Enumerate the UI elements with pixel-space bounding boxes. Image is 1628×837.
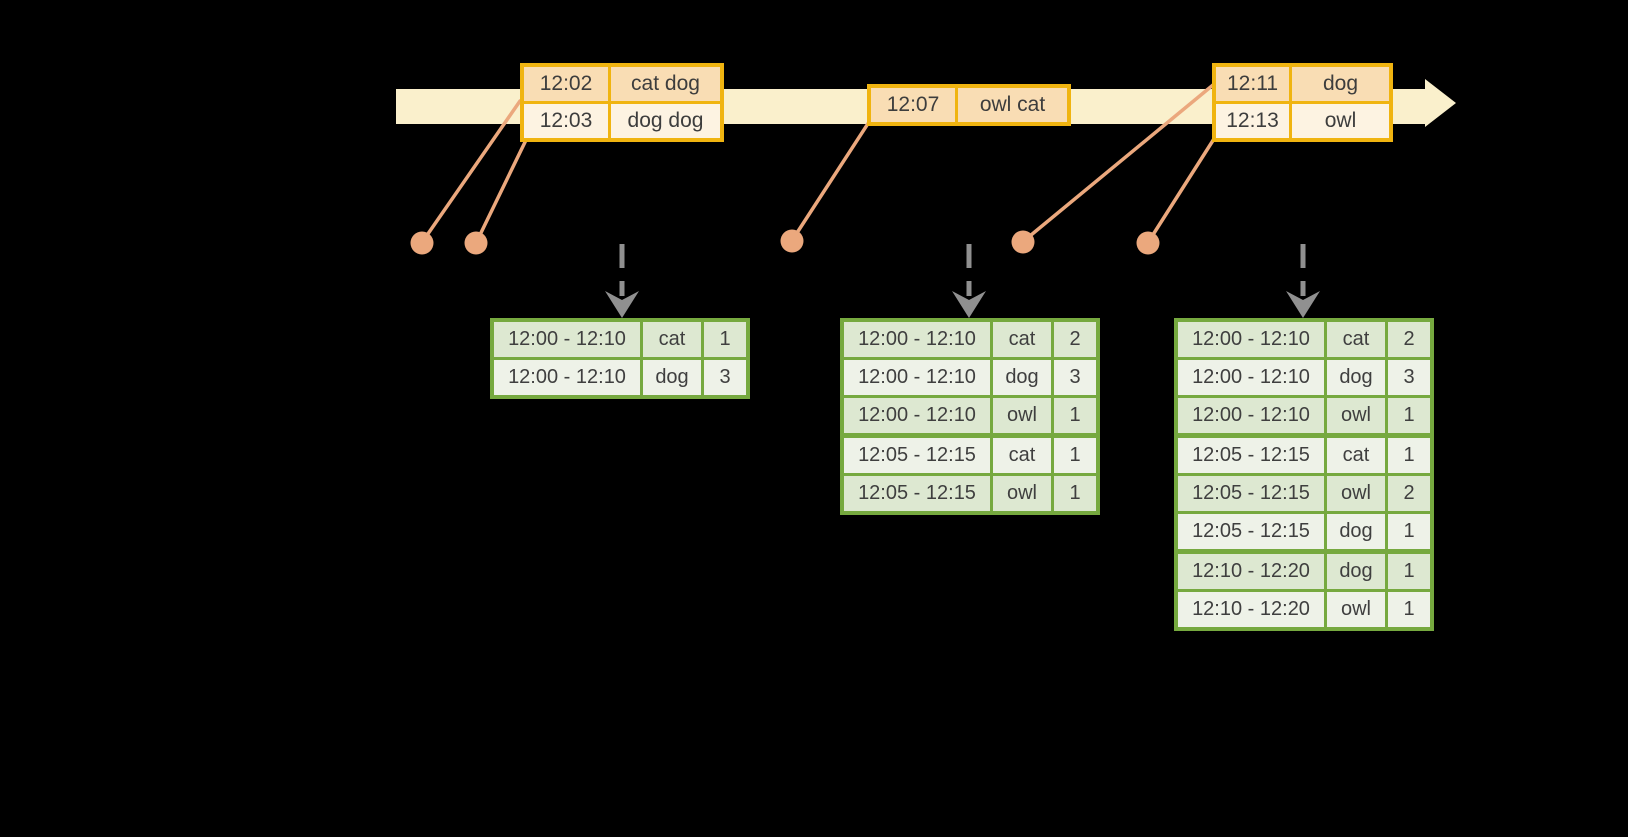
result-count-cell: 1 [1388,592,1430,627]
result-window-cell: 12:10 - 12:20 [1178,554,1324,589]
result-window-cell: 12:05 - 12:15 [1178,438,1324,473]
result-window-cell: 12:10 - 12:20 [1178,592,1324,627]
event-words-cell: dog dog [611,104,720,138]
result-window-cell: 12:05 - 12:15 [844,476,990,511]
result-word-cell: owl [1327,398,1385,433]
event-dot-icon [1011,230,1035,254]
event-dots [410,229,1160,255]
connector-line [1023,83,1215,242]
event-dot-icon [1136,231,1160,255]
result-count-cell: 2 [1054,322,1096,357]
result-word-cell: cat [993,438,1051,473]
result-count-cell: 1 [1054,438,1096,473]
result-count-cell: 2 [1388,322,1430,357]
result-count-cell: 1 [1388,554,1430,589]
event-time-cell: 12:02 [524,67,608,101]
event-time-cell: 12:07 [871,88,955,122]
result-word-cell: dog [1327,554,1385,589]
event-time-cell: 12:13 [1216,104,1289,138]
result-window-cell: 12:00 - 12:10 [494,322,640,357]
event-time-cell: 12:03 [524,104,608,138]
result-count-cell: 1 [1054,398,1096,433]
event-words-cell: owl [1292,104,1389,138]
result-window-cell: 12:00 - 12:10 [1178,322,1324,357]
result-window-cell: 12:00 - 12:10 [1178,398,1324,433]
event-dot-icon [780,229,804,253]
result-count-cell: 1 [1054,476,1096,511]
result-count-cell: 1 [704,322,746,357]
result-count-cell: 3 [1388,360,1430,395]
event-dot-icon [410,231,434,255]
result-word-cell: dog [643,360,701,395]
result-word-cell: dog [1327,360,1385,395]
result-window-cell: 12:05 - 12:15 [844,438,990,473]
result-window-cell: 12:00 - 12:10 [844,360,990,395]
result-word-cell: owl [993,476,1051,511]
event-words-cell: cat dog [611,67,720,101]
event-dot-icon [464,231,488,255]
result-window-cell: 12:00 - 12:10 [844,398,990,433]
connector-lines [421,83,1221,243]
result-count-cell: 1 [1388,398,1430,433]
connector-line [1147,129,1221,243]
result-count-cell: 3 [704,360,746,395]
result-window-cell: 12:05 - 12:15 [1178,476,1324,511]
connector-line [421,99,522,243]
result-window-cell: 12:00 - 12:10 [494,360,640,395]
result-word-cell: cat [1327,438,1385,473]
result-word-cell: owl [1327,476,1385,511]
event-time-cell: 12:11 [1216,67,1289,101]
result-word-cell: dog [993,360,1051,395]
event-words-cell: dog [1292,67,1389,101]
connector-line [475,136,529,243]
result-count-cell: 1 [1388,438,1430,473]
result-count-cell: 1 [1388,514,1430,549]
result-window-cell: 12:00 - 12:10 [844,322,990,357]
result-word-cell: dog [1327,514,1385,549]
result-window-cell: 12:00 - 12:10 [1178,360,1324,395]
result-word-cell: owl [1327,592,1385,627]
result-word-cell: cat [993,322,1051,357]
result-count-cell: 2 [1388,476,1430,511]
result-count-cell: 3 [1054,360,1096,395]
connector-line [791,120,871,241]
result-word-cell: owl [993,398,1051,433]
trigger-arrows [605,244,1320,318]
result-word-cell: cat [1327,322,1385,357]
event-words-cell: owl cat [958,88,1067,122]
timeline-arrowhead-icon [1425,79,1456,127]
result-window-cell: 12:05 - 12:15 [1178,514,1324,549]
result-word-cell: cat [643,322,701,357]
